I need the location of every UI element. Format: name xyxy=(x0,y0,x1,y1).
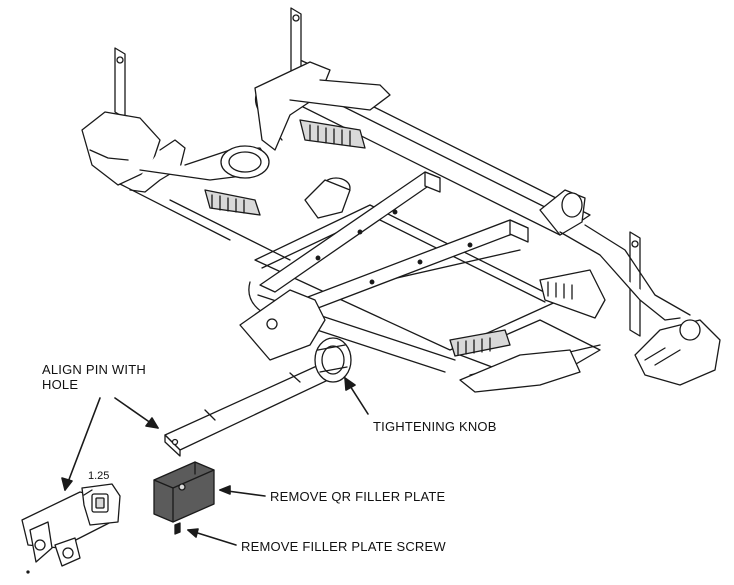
dimension-label: 1.25 xyxy=(88,470,110,482)
qr-filler-plate[interactable] xyxy=(153,461,215,523)
align-pin-line2: HOLE xyxy=(42,377,79,392)
top-cradle-assembly xyxy=(254,61,391,219)
filler-plate-screw-icon[interactable] xyxy=(174,522,181,535)
right-arm-assembly xyxy=(449,189,721,393)
tightening-knob-label: TIGHTENING KNOB xyxy=(373,419,497,434)
left-arm-assembly xyxy=(81,111,291,261)
remove-qr-filler-plate-label: REMOVE QR FILLER PLATE xyxy=(270,489,446,504)
align-pin-line1: ALIGN PIN WITH xyxy=(42,362,146,377)
align-pin-callout: ALIGN PIN WITH HOLE xyxy=(42,362,146,392)
leader-arrows xyxy=(61,377,369,546)
receiver-inset xyxy=(21,483,121,574)
align-pin-arrow-to-inset xyxy=(64,397,101,491)
remove-filler-plate-screw-label: REMOVE FILLER PLATE SCREW xyxy=(241,539,446,554)
tightening-knob-icon[interactable] xyxy=(314,337,352,383)
cross-tubes xyxy=(259,171,529,309)
hitch-bar xyxy=(164,289,346,457)
